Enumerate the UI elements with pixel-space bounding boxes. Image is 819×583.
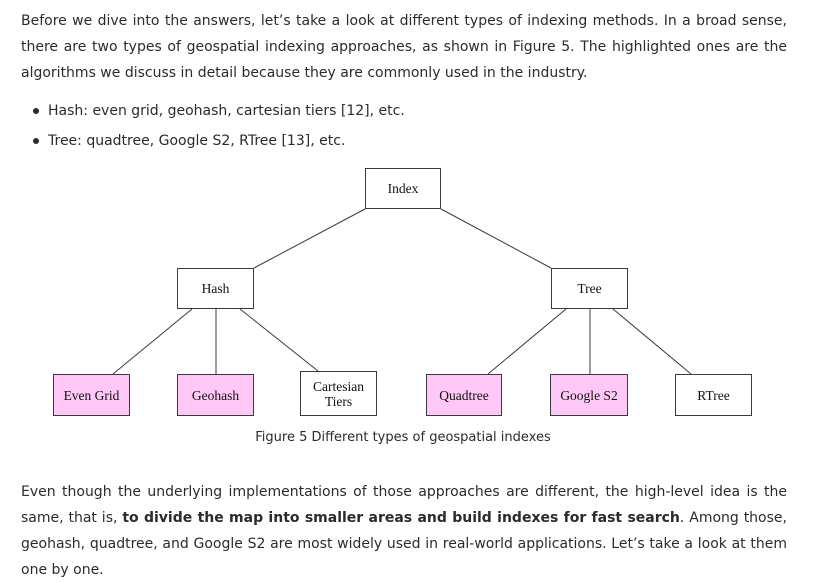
node-cartesian-tiers: Cartesian Tiers [300,371,377,416]
node-google-s2: Google S2 [550,374,628,416]
edge-tree-rtree [612,308,692,375]
node-index: Index [365,168,441,209]
node-cartesian-line1: Cartesian [313,378,364,394]
figure-caption: Figure 5 Different types of geospatial i… [255,430,551,445]
node-cartesian-line2: Tiers [324,393,353,409]
edge-index-tree [440,208,552,269]
node-even-grid: Even Grid [53,374,130,416]
edge-index-hash [253,208,366,269]
node-geohash: Geohash [177,374,254,416]
node-quadtree: Quadtree [426,374,502,416]
edge-hash-evengrid [112,308,193,375]
edge-tree-quadtree [487,308,567,375]
node-hash: Hash [177,268,254,309]
node-tree: Tree [551,268,628,309]
node-rtree: RTree [675,374,752,416]
intro-paragraph: Before we dive into the answers, let’s t… [21,13,787,81]
edge-hash-cartesian [239,308,319,372]
outro-text-bold: to divide the map into smaller areas and… [122,510,680,526]
outro-paragraph: Even though the underlying implementatio… [21,479,787,583]
list-item: Tree: quadtree, Google S2, RTree [13], e… [21,126,405,156]
index-type-list: Hash: even grid, geohash, cartesian tier… [21,96,405,156]
outro-text-before: Even though the underlying implementatio… [21,484,787,526]
list-item: Hash: even grid, geohash, cartesian tier… [21,96,405,126]
tree-connector-lines [112,208,692,375]
